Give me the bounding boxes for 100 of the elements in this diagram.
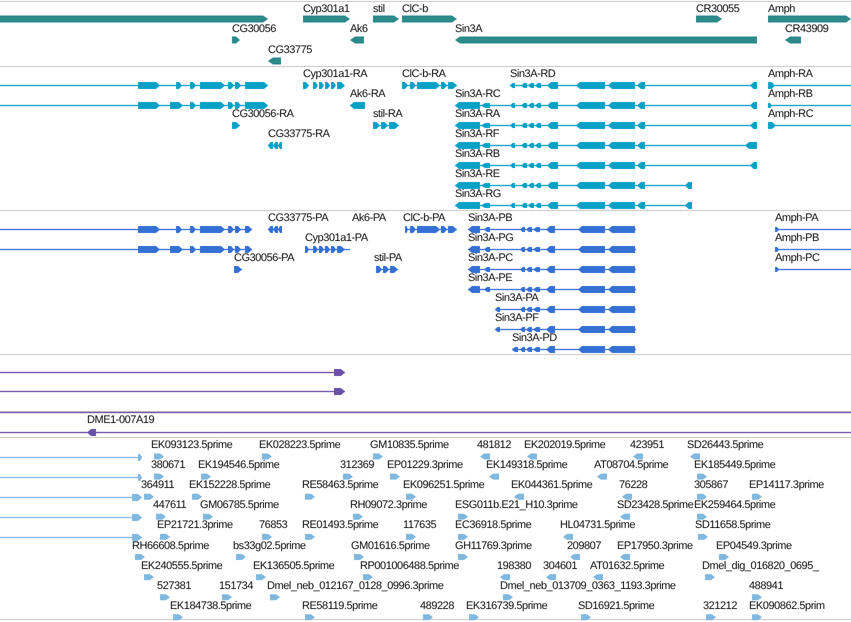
gene-label: CR43909 xyxy=(785,23,828,36)
transcript-label: CG33775-RA xyxy=(268,128,330,141)
est-label: 481812 xyxy=(477,439,512,452)
est-label: EP01229.3prime xyxy=(387,459,463,472)
est-label: 489228 xyxy=(420,600,454,613)
transcript-label: Sin3A-RA xyxy=(455,108,500,121)
est-label: EP04549.3prime xyxy=(716,540,792,552)
protein-label: Sin3A-PG xyxy=(468,232,514,245)
est-label: EK259464.5prime xyxy=(694,499,776,512)
est-label: 364911 xyxy=(141,479,174,492)
est-label: 312369 xyxy=(340,459,374,472)
gene-label: Sin3A xyxy=(455,23,482,36)
est-label: EP21721.3prime xyxy=(157,519,233,532)
transcript-label: Sin3A-RC xyxy=(455,88,500,101)
est-label: 321212 xyxy=(703,600,738,613)
protein-label: Sin3A-PD xyxy=(512,332,557,345)
est-label: 380671 xyxy=(151,459,186,472)
est-label: EK194546.5prime xyxy=(198,459,280,472)
est-label: HL04731.5prime xyxy=(560,519,636,532)
protein-label: Sin3A-PB xyxy=(468,212,512,225)
est-label: SD23428.5prime xyxy=(617,499,694,512)
est-label: GM10835.5prime xyxy=(370,439,449,452)
protein-label: stil-PA xyxy=(374,252,402,265)
transcript-label: Amph-RA xyxy=(768,68,813,81)
est-label: Dmel_dig_016820_0695_ xyxy=(702,560,819,573)
est-label: GM01616.5prime xyxy=(351,540,430,552)
transcript-label: Sin3A-RE xyxy=(455,168,500,181)
gene-label: Ak6 xyxy=(350,23,368,36)
gene-label: stil xyxy=(373,3,385,16)
est-label: EK028223.5prime xyxy=(259,439,340,452)
est-label: EK149318.5prime xyxy=(486,459,568,472)
est-label: SD26443.5prime xyxy=(687,439,764,452)
transcript-label: Amph-RB xyxy=(768,88,813,101)
gene-label: Amph xyxy=(768,3,795,16)
est-label: RH66608.5prime xyxy=(132,540,209,552)
protein-label: Sin3A-PA xyxy=(495,292,538,305)
est-label: 305867 xyxy=(694,479,728,492)
est-label: 209807 xyxy=(567,540,602,552)
est-label: EK184738.5prime xyxy=(170,600,252,613)
est-label: EK096251.5prime xyxy=(403,479,484,492)
transcript-label: Cyp301a1-RA xyxy=(303,68,368,81)
est-label: EP14117.3prime xyxy=(749,479,824,492)
est-label: 198380 xyxy=(497,560,532,573)
protein-label: Sin3A-PC xyxy=(468,252,513,265)
gene-label: CR30055 xyxy=(696,3,740,16)
transcript-label: stil-RA xyxy=(373,108,402,121)
est-label: 527381 xyxy=(157,580,192,593)
est-label: Dmel_neb_012167_0128_0996.3prime xyxy=(267,580,444,593)
est-label: 117635 xyxy=(403,519,436,532)
est-label: 151734 xyxy=(219,580,254,593)
est-label: Dmel_neb_013709_0363_1193.3prime xyxy=(500,580,676,593)
est-label: EK185449.5prime xyxy=(694,459,776,472)
est-label: RE01493.5prime xyxy=(302,519,378,532)
transcript-label: Sin3A-RF xyxy=(455,128,500,141)
est-label: EK136505.5prime xyxy=(253,560,334,573)
est-label: ESG011b.E21_H10.3prime xyxy=(455,499,578,512)
protein-label: CG30056-PA xyxy=(234,252,294,265)
est-label: RE58119.5prime xyxy=(302,600,378,613)
transcript-label: Sin3A-RB xyxy=(455,148,500,161)
est-label: GM06785.5prime xyxy=(200,499,279,512)
protein-label: Sin3A-PE xyxy=(468,272,512,285)
gene-label: Cyp301a1 xyxy=(303,3,350,16)
protein-label: Amph-PA xyxy=(775,212,818,225)
transcript-label: ClC-b-RA xyxy=(402,68,446,81)
est-label: RP001006488.5prime xyxy=(360,560,459,573)
est-label: EP17950.3prime xyxy=(617,540,693,552)
est-label: bs33g02.5prime xyxy=(233,540,306,552)
est-label: EK316739.5prime xyxy=(466,600,548,613)
protein-label: Sin3A-PF xyxy=(495,312,538,325)
est-label: AT01632.5prime xyxy=(590,560,664,573)
est-label: SD11658.5prime xyxy=(695,519,770,532)
protein-label: CG33775-PA xyxy=(268,212,328,225)
est-label: RH09072.3prime xyxy=(350,499,427,512)
est-label: 76853 xyxy=(259,519,288,532)
protein-label: Ak6-PA xyxy=(352,212,386,225)
protein-label: Amph-PC xyxy=(775,252,820,265)
transcript-label: Sin3A-RD xyxy=(510,68,556,81)
protein-label: Cyp301a1-PA xyxy=(305,232,368,245)
protein-label: ClC-b-PA xyxy=(403,212,446,225)
est-label: EK090862.5prim xyxy=(749,600,825,613)
est-label: EK093123.5prime xyxy=(151,439,232,452)
gene-label: CG30056 xyxy=(232,23,276,36)
est-label: RE58463.5prime xyxy=(302,479,378,492)
est-label: EC36918.5prime xyxy=(455,519,532,532)
transcript-label: Sin3A-RG xyxy=(455,188,501,201)
est-label: 304601 xyxy=(543,560,578,573)
est-label: EK044361.5prime xyxy=(511,479,592,492)
est-label: EK240555.5prime xyxy=(141,560,222,573)
transcript-label: CG30056-RA xyxy=(232,108,294,121)
est-label: 423951 xyxy=(630,439,664,452)
protein-label: Amph-PB xyxy=(775,232,819,245)
gene-label: ClC-b xyxy=(402,3,428,16)
transcript-label: Amph-RC xyxy=(768,108,814,121)
est-label: EK202019.5prime xyxy=(524,439,606,452)
clone-label: DME1-007A19 xyxy=(87,414,154,427)
gene-label: CG33775 xyxy=(268,44,312,57)
est-label: 447611 xyxy=(153,499,186,512)
est-label: GH11769.3prime xyxy=(455,540,532,552)
est-label: 76228 xyxy=(619,479,648,492)
est-label: 488941 xyxy=(749,580,784,593)
